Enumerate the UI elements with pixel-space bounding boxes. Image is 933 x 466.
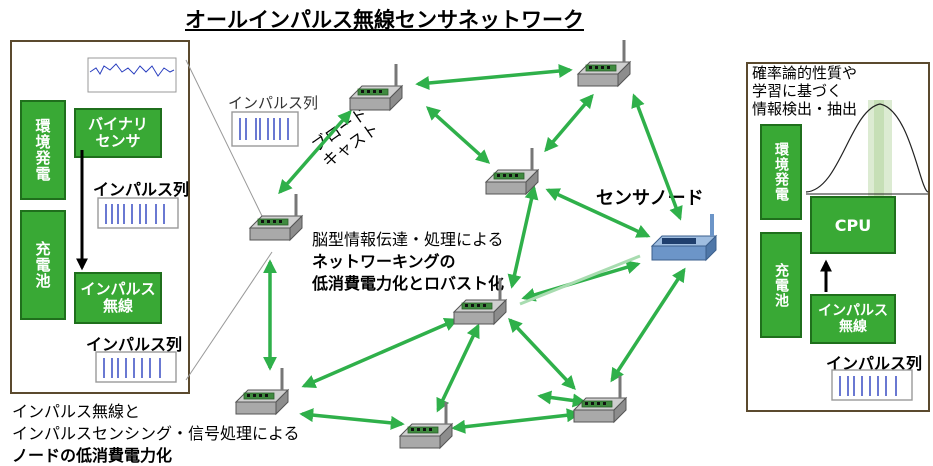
brain-text-line3: 低消費電力化とロバスト化 xyxy=(312,274,505,293)
bottom-text-line2: インパルスセンシング・信号処理による xyxy=(12,424,300,443)
brain-text-line1: 脳型情報伝達・処理による xyxy=(312,230,504,249)
left-impulse-radio-box: インパルス 無線 xyxy=(74,272,162,324)
left-env-power-box: 環境発電 xyxy=(20,100,66,200)
left-impulse-train-label-1: インパルス列 xyxy=(93,180,190,199)
cpu-box: CPU xyxy=(810,196,896,254)
right-caption: 確率論的性質や 学習に基づく 情報検出・抽出 xyxy=(752,64,858,118)
brain-text-line2: ネットワーキングの xyxy=(312,252,456,271)
diagram-title: オールインパルス無線センサネットワーク xyxy=(185,8,584,32)
bottom-text-line1: インパルス無線と xyxy=(12,402,141,421)
binary-sensor-box: バイナリ センサ xyxy=(74,108,162,158)
center-impulse-train-label: インパルス列 xyxy=(228,94,319,112)
left-impulse-train-label-2: インパルス列 xyxy=(86,335,183,354)
right-impulse-radio-box: インパルス 無線 xyxy=(810,294,896,344)
sensor-node-sink xyxy=(650,214,718,262)
bottom-text-line3: ノードの低消費電力化 xyxy=(12,446,173,465)
right-env-power-box: 環境発電 xyxy=(760,124,802,220)
left-battery-box: 充電池 xyxy=(20,210,66,320)
right-impulse-train-label: インパルス列 xyxy=(826,354,923,373)
right-battery-box: 充電池 xyxy=(760,232,802,338)
